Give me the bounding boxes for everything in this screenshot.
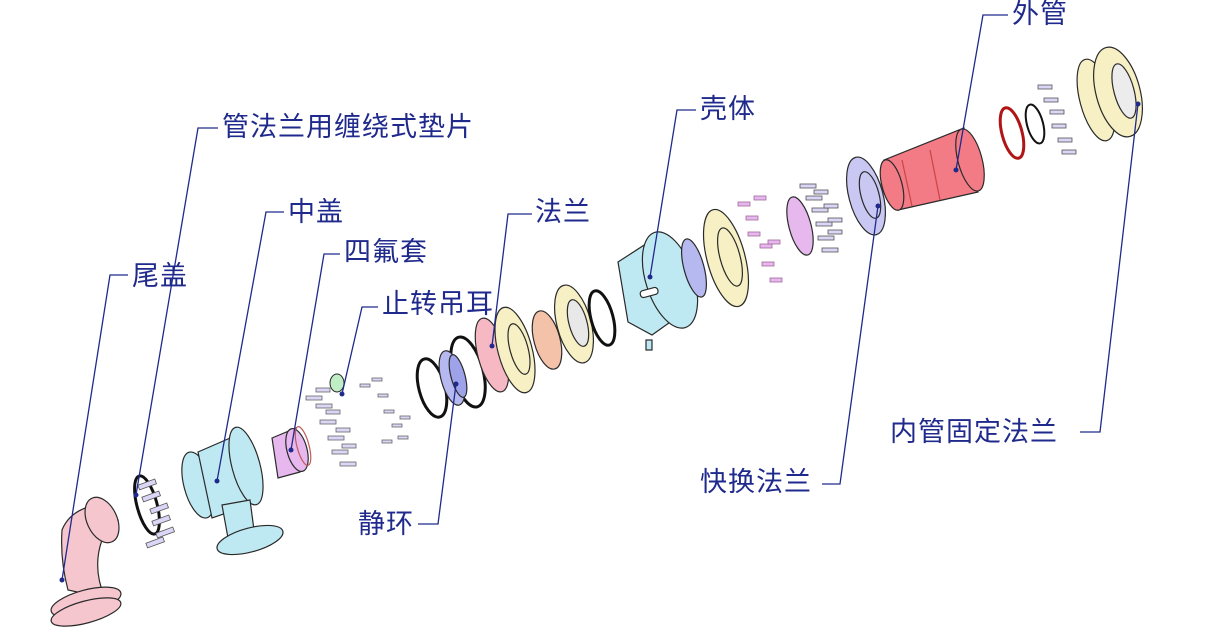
ptfe-sleeve-part xyxy=(271,426,312,479)
label-inner-pipe-fixing-flange: 内管固定法兰 xyxy=(890,417,1058,448)
ptfe-ring-2 xyxy=(786,196,814,256)
label-ptfe-sleeve: 四氟套 xyxy=(344,237,428,268)
label-quick-change-flange: 快换法兰 xyxy=(700,467,812,498)
label-middle-cover: 中盖 xyxy=(288,197,344,228)
o-ring-flange xyxy=(587,289,617,347)
label-outer-pipe: 外管 xyxy=(1012,0,1068,30)
flange-stack xyxy=(474,284,617,394)
inner-pipe-fixing-flange-part xyxy=(1076,46,1143,142)
label-tail-cover: 尾盖 xyxy=(132,261,188,292)
leader-dots xyxy=(59,101,1141,583)
tail-cover-top-flange xyxy=(84,496,120,544)
leader-quick-change-flange xyxy=(822,205,879,485)
middle-bolts xyxy=(305,377,411,467)
static-ring-part xyxy=(438,350,468,406)
outer-pipe-left-end xyxy=(879,159,905,211)
label-static-ring: 静环 xyxy=(358,509,414,540)
right-bolts xyxy=(1037,84,1077,155)
middle-cover-right-flange xyxy=(228,426,264,506)
housing-flange-yellow xyxy=(702,208,750,308)
anti-rotation-lug-part xyxy=(329,373,345,393)
middle-cover-part xyxy=(181,426,284,556)
o-ring-right-2 xyxy=(1024,103,1046,145)
tail-cover-bolts xyxy=(137,478,175,549)
quick-flange-bolts xyxy=(799,183,843,253)
o-ring-right-1 xyxy=(998,106,1026,160)
ptfe-sleeve-ring xyxy=(294,426,312,466)
leader-static-ring xyxy=(418,383,457,525)
outer-pipe-right-end xyxy=(955,128,985,192)
leader-tail-cover xyxy=(61,274,128,581)
static-ring-2 xyxy=(681,238,707,298)
pink-pins xyxy=(737,195,783,283)
label-spiral-gasket: 管法兰用缠绕式垫片 xyxy=(222,112,474,143)
flange-yellow-1 xyxy=(494,306,536,394)
label-anti-rotation-lug: 止转吊耳 xyxy=(382,289,494,320)
leader-housing xyxy=(649,109,696,278)
leader-middle-cover xyxy=(216,211,284,482)
outer-pipe-part xyxy=(879,127,985,211)
tail-cover-bottom-face xyxy=(50,597,122,627)
leader-spiral-gasket xyxy=(135,127,218,496)
leader-flange xyxy=(491,213,532,347)
flange-yellow-1-bore xyxy=(507,323,531,375)
label-flange: 法兰 xyxy=(535,197,591,228)
leader-outer-pipe xyxy=(955,14,1008,171)
tail-cover-part xyxy=(50,496,122,627)
leader-anti-rotation-lug xyxy=(341,306,378,395)
leader-inner-pipe-fixing-flange xyxy=(1080,103,1139,433)
leader-lines xyxy=(61,14,1139,581)
leader-ptfe-sleeve xyxy=(290,253,340,451)
middle-cover-branch-flange xyxy=(216,524,284,556)
housing-pin xyxy=(645,339,653,351)
label-housing: 壳体 xyxy=(700,94,756,125)
housing-slot xyxy=(639,286,659,299)
flange-yellow-2-bore xyxy=(566,299,590,347)
